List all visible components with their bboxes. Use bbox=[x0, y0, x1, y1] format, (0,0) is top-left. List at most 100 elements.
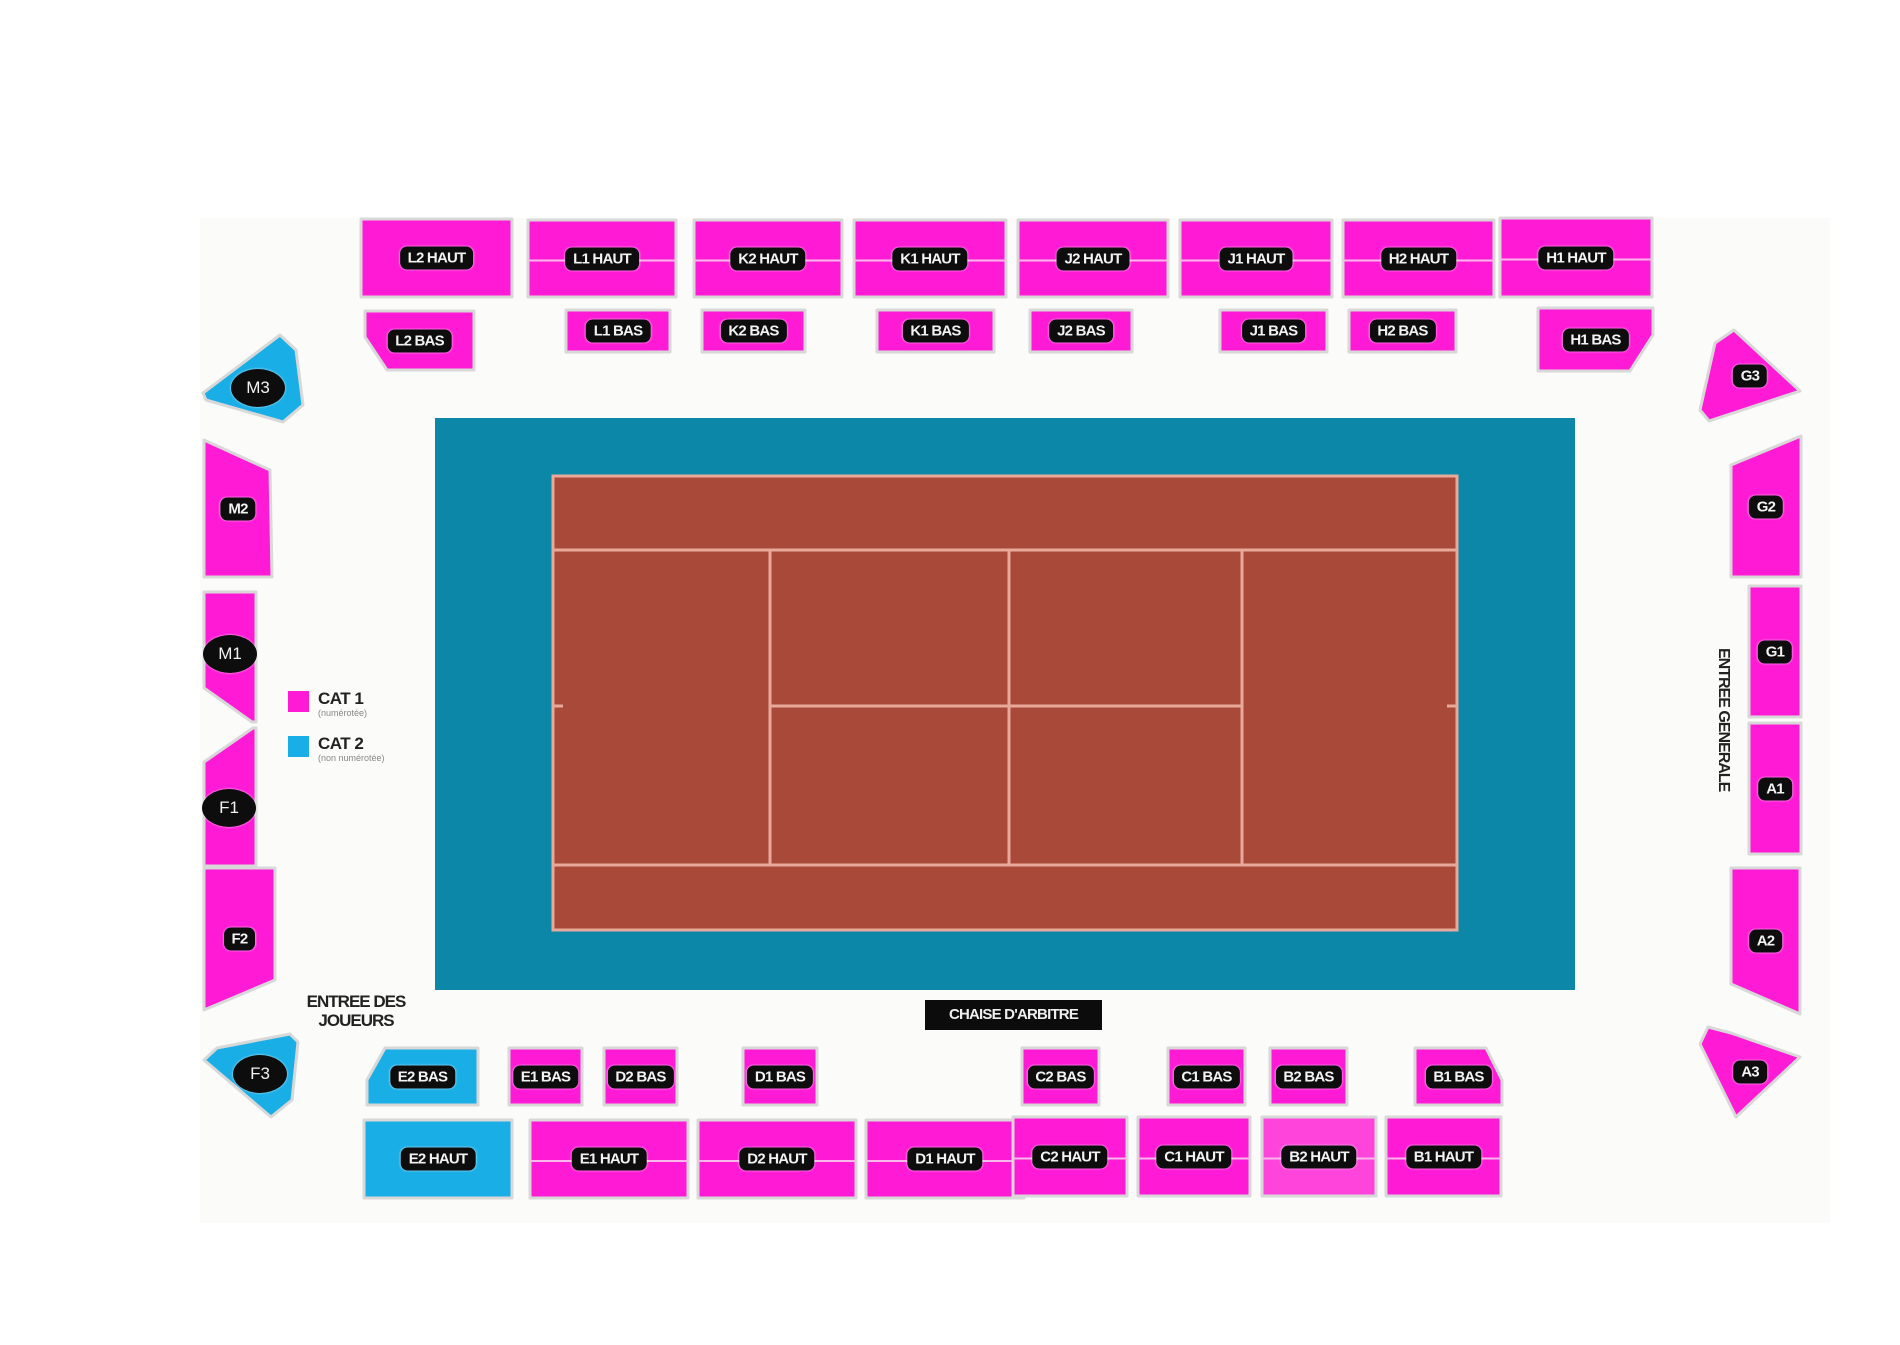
section-l1-haut[interactable] bbox=[526, 218, 678, 299]
section-a1[interactable] bbox=[1747, 721, 1803, 856]
section-shape[interactable] bbox=[1218, 308, 1329, 354]
section-h1-haut[interactable] bbox=[1498, 216, 1654, 299]
section-shape[interactable] bbox=[1136, 1115, 1252, 1198]
section-shape[interactable] bbox=[363, 309, 476, 372]
section-shape[interactable] bbox=[1268, 1046, 1349, 1107]
main-entrance-label: ENTREE GENERALE bbox=[1715, 648, 1732, 792]
players-entrance-label: ENTREE DES JOUEURS bbox=[306, 992, 407, 1030]
section-b1-bas[interactable] bbox=[1413, 1046, 1504, 1107]
section-shape[interactable] bbox=[1729, 866, 1802, 1016]
section-c2-haut[interactable] bbox=[1011, 1115, 1129, 1198]
section-g3[interactable] bbox=[1698, 328, 1802, 423]
section-d1-haut[interactable] bbox=[864, 1118, 1026, 1200]
section-shape[interactable] bbox=[864, 1118, 1026, 1200]
section-l1-bas[interactable] bbox=[564, 308, 672, 354]
section-shape[interactable] bbox=[1028, 308, 1134, 354]
section-shape[interactable] bbox=[1747, 721, 1803, 856]
section-shape[interactable] bbox=[202, 1032, 300, 1119]
section-shape[interactable] bbox=[1341, 218, 1496, 299]
section-h2-haut[interactable] bbox=[1341, 218, 1496, 299]
section-j2-bas[interactable] bbox=[1028, 308, 1134, 354]
section-m2[interactable] bbox=[202, 438, 274, 579]
section-e1-haut[interactable] bbox=[528, 1118, 690, 1200]
section-d1-bas[interactable] bbox=[741, 1046, 819, 1107]
section-k1-haut[interactable] bbox=[852, 218, 1008, 299]
section-shape[interactable] bbox=[692, 218, 844, 299]
section-shape[interactable] bbox=[696, 1118, 858, 1200]
section-shape[interactable] bbox=[1384, 1115, 1503, 1198]
section-h1-bas[interactable] bbox=[1536, 306, 1655, 373]
section-shape[interactable] bbox=[528, 1118, 690, 1200]
section-a3[interactable] bbox=[1698, 1025, 1802, 1119]
section-j1-bas[interactable] bbox=[1218, 308, 1329, 354]
section-shape[interactable] bbox=[1698, 1025, 1802, 1119]
section-shape[interactable] bbox=[1413, 1046, 1504, 1107]
section-shape[interactable] bbox=[1011, 1115, 1129, 1198]
clay-court bbox=[551, 474, 1459, 932]
section-shape[interactable] bbox=[1498, 216, 1654, 299]
section-shape[interactable] bbox=[202, 866, 277, 1012]
section-shape[interactable] bbox=[1166, 1046, 1247, 1107]
section-k2-bas[interactable] bbox=[700, 308, 807, 354]
legend: CAT 1 (numérotée) CAT 2 (non numérotée) bbox=[288, 690, 385, 780]
section-shape[interactable] bbox=[1347, 308, 1458, 354]
section-b1-haut[interactable] bbox=[1384, 1115, 1503, 1198]
section-shape[interactable] bbox=[741, 1046, 819, 1107]
section-shape[interactable] bbox=[1020, 1046, 1101, 1107]
section-b2-haut[interactable] bbox=[1260, 1115, 1378, 1198]
section-shape[interactable] bbox=[852, 218, 1008, 299]
section-shape[interactable] bbox=[564, 308, 672, 354]
section-m1[interactable] bbox=[202, 590, 258, 724]
tennis-court bbox=[435, 418, 1575, 990]
section-h2-bas[interactable] bbox=[1347, 308, 1458, 354]
section-shape[interactable] bbox=[1747, 584, 1803, 719]
legend-title: CAT 2 bbox=[318, 734, 364, 753]
section-e2-bas[interactable] bbox=[365, 1046, 480, 1107]
cat1-swatch-icon bbox=[288, 691, 309, 712]
section-g2[interactable] bbox=[1729, 434, 1803, 579]
section-j2-haut[interactable] bbox=[1016, 218, 1170, 299]
legend-item-cat2: CAT 2 (non numérotée) bbox=[288, 735, 385, 764]
section-f1[interactable] bbox=[202, 726, 258, 868]
section-e2-haut[interactable] bbox=[362, 1118, 514, 1200]
section-a2[interactable] bbox=[1729, 866, 1802, 1016]
section-f3[interactable] bbox=[202, 1032, 300, 1119]
section-shape[interactable] bbox=[1729, 434, 1803, 579]
section-f2[interactable] bbox=[202, 866, 277, 1012]
section-e1-bas[interactable] bbox=[507, 1046, 584, 1107]
legend-subtitle: (numérotée) bbox=[318, 708, 368, 718]
section-k2-haut[interactable] bbox=[692, 218, 844, 299]
section-shape[interactable] bbox=[1016, 218, 1170, 299]
section-shape[interactable] bbox=[365, 1046, 480, 1107]
section-shape[interactable] bbox=[202, 590, 258, 724]
section-shape[interactable] bbox=[202, 438, 274, 579]
section-c2-bas[interactable] bbox=[1020, 1046, 1101, 1107]
section-l2-haut[interactable] bbox=[359, 217, 514, 299]
section-shape[interactable] bbox=[362, 1118, 514, 1200]
section-c1-haut[interactable] bbox=[1136, 1115, 1252, 1198]
section-shape[interactable] bbox=[526, 218, 678, 299]
section-shape[interactable] bbox=[1536, 306, 1655, 373]
section-b2-bas[interactable] bbox=[1268, 1046, 1349, 1107]
section-k1-bas[interactable] bbox=[875, 308, 996, 354]
section-l2-bas[interactable] bbox=[363, 309, 476, 372]
legend-subtitle: (non numérotée) bbox=[318, 753, 385, 763]
legend-title: CAT 1 bbox=[318, 689, 364, 708]
section-shape[interactable] bbox=[359, 217, 514, 299]
section-m3[interactable] bbox=[201, 333, 305, 424]
legend-item-cat1: CAT 1 (numérotée) bbox=[288, 690, 385, 719]
section-shape[interactable] bbox=[1698, 328, 1802, 423]
section-j1-haut[interactable] bbox=[1178, 218, 1334, 299]
section-c1-bas[interactable] bbox=[1166, 1046, 1247, 1107]
section-g1[interactable] bbox=[1747, 584, 1803, 719]
section-d2-bas[interactable] bbox=[602, 1046, 679, 1107]
section-shape[interactable] bbox=[602, 1046, 679, 1107]
section-shape[interactable] bbox=[1178, 218, 1334, 299]
section-shape[interactable] bbox=[201, 333, 305, 424]
section-shape[interactable] bbox=[202, 726, 258, 868]
section-shape[interactable] bbox=[875, 308, 996, 354]
section-d2-haut[interactable] bbox=[696, 1118, 858, 1200]
section-shape[interactable] bbox=[507, 1046, 584, 1107]
section-shape[interactable] bbox=[1260, 1115, 1378, 1198]
section-shape[interactable] bbox=[700, 308, 807, 354]
